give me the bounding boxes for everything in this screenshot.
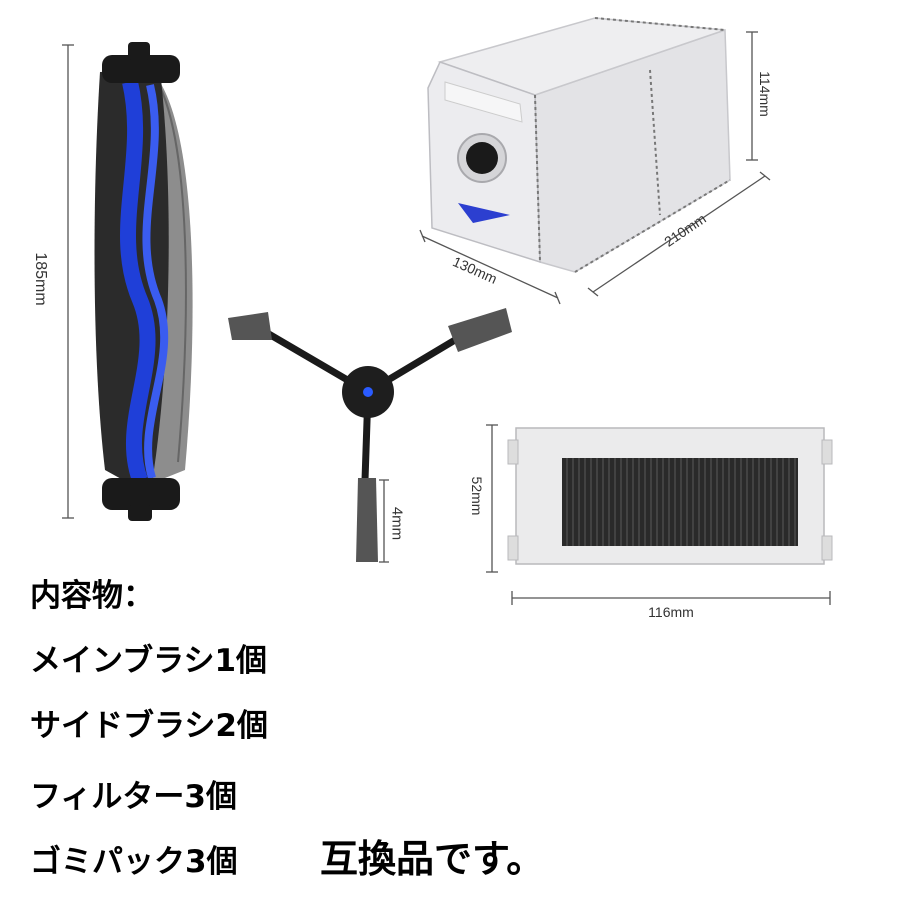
- filter-height-label: 52mm: [469, 476, 485, 516]
- main-brush-dimension-line: [62, 44, 74, 519]
- filter-width-label: 116mm: [648, 604, 694, 620]
- filter-dimension-lines: [486, 424, 831, 605]
- contents-heading: 内容物：: [30, 578, 154, 614]
- contents-item-side-brush: サイドブラシ2個: [30, 708, 268, 744]
- compatible-product-notice: 互換品です。: [320, 837, 545, 881]
- main-brush-body: [94, 42, 193, 521]
- contents-item-dust-bag: ゴミパック3個: [30, 844, 238, 880]
- side-brush-dimension-line: [379, 479, 389, 563]
- dust-bag-body: [427, 17, 731, 273]
- contents-item-filter: フィルター3個: [30, 779, 237, 815]
- filter-body: [507, 427, 833, 565]
- contents-item-main-brush: メインブラシ1個: [30, 643, 268, 679]
- side-brush-body: [228, 308, 512, 562]
- dust-bag-dimension-lines: [419, 31, 771, 305]
